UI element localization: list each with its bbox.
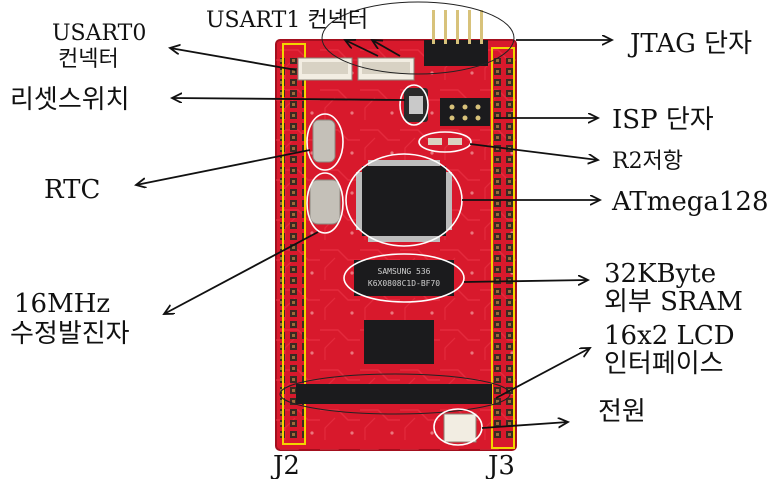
label-sram-line1: 32KByte [604, 259, 716, 289]
callout-arrows [136, 40, 612, 429]
arrow-crystal [164, 231, 319, 314]
arrow-lcd [495, 348, 590, 399]
arrow-sram [463, 280, 588, 282]
usart0-connector [297, 57, 353, 81]
label-lcd-line1: 16x2 LCD [604, 321, 735, 351]
sram-chip: SAMSUNG 536 K6X0808C1D-BF70 [354, 260, 454, 296]
atmega128-chip [356, 160, 452, 242]
label-crystal-line1: 16MHz [14, 289, 110, 319]
sram-marking-2: K6X0808C1D-BF70 [368, 279, 440, 288]
sram-marking-1: SAMSUNG 536 [378, 267, 431, 276]
label-lcd-line2: 인터페이스 [604, 349, 724, 379]
reset-switch [404, 88, 428, 122]
usart1-connector [357, 57, 415, 81]
label-usart1: USART1 컨넥터 [206, 8, 368, 33]
regulator-ic [364, 320, 434, 364]
arrow-power [481, 422, 568, 429]
label-jtag: JTAG 단자 [627, 29, 752, 59]
label-usart0-line1: USART0 [52, 21, 146, 46]
arrow-rtc [136, 149, 311, 185]
jtag-header [424, 10, 488, 66]
highlight-ellipses [279, 1, 515, 446]
r2-resistor [428, 138, 462, 145]
label-isp: ISP 단자 [612, 105, 714, 135]
lcd-header [296, 384, 492, 404]
label-power: 전원 [598, 397, 646, 427]
label-rtc: RTC [44, 175, 100, 205]
label-crystal-line2: 수정발진자 [10, 319, 130, 349]
label-j2: J2 [270, 451, 300, 479]
label-j3: J3 [485, 451, 515, 479]
label-usart0-line2: 컨넥터 [58, 47, 119, 72]
arrow-usart1-a [345, 40, 379, 57]
arrow-usart1-b [372, 40, 401, 57]
arrow-usart0 [170, 48, 297, 71]
arrow-reset [172, 98, 406, 100]
rtc-crystal [312, 119, 336, 163]
arrow-r2 [469, 143, 598, 160]
crystal-16mhz [309, 179, 341, 225]
j3-pin-header [491, 47, 515, 449]
label-reset: 리셋스위치 [10, 85, 130, 115]
label-sram-line2: 외부 SRAM [604, 287, 743, 317]
label-r2: R2저항 [612, 149, 683, 174]
isp-header [440, 98, 490, 126]
power-connector [443, 413, 477, 443]
label-atmega: ATmega128 [611, 187, 769, 217]
